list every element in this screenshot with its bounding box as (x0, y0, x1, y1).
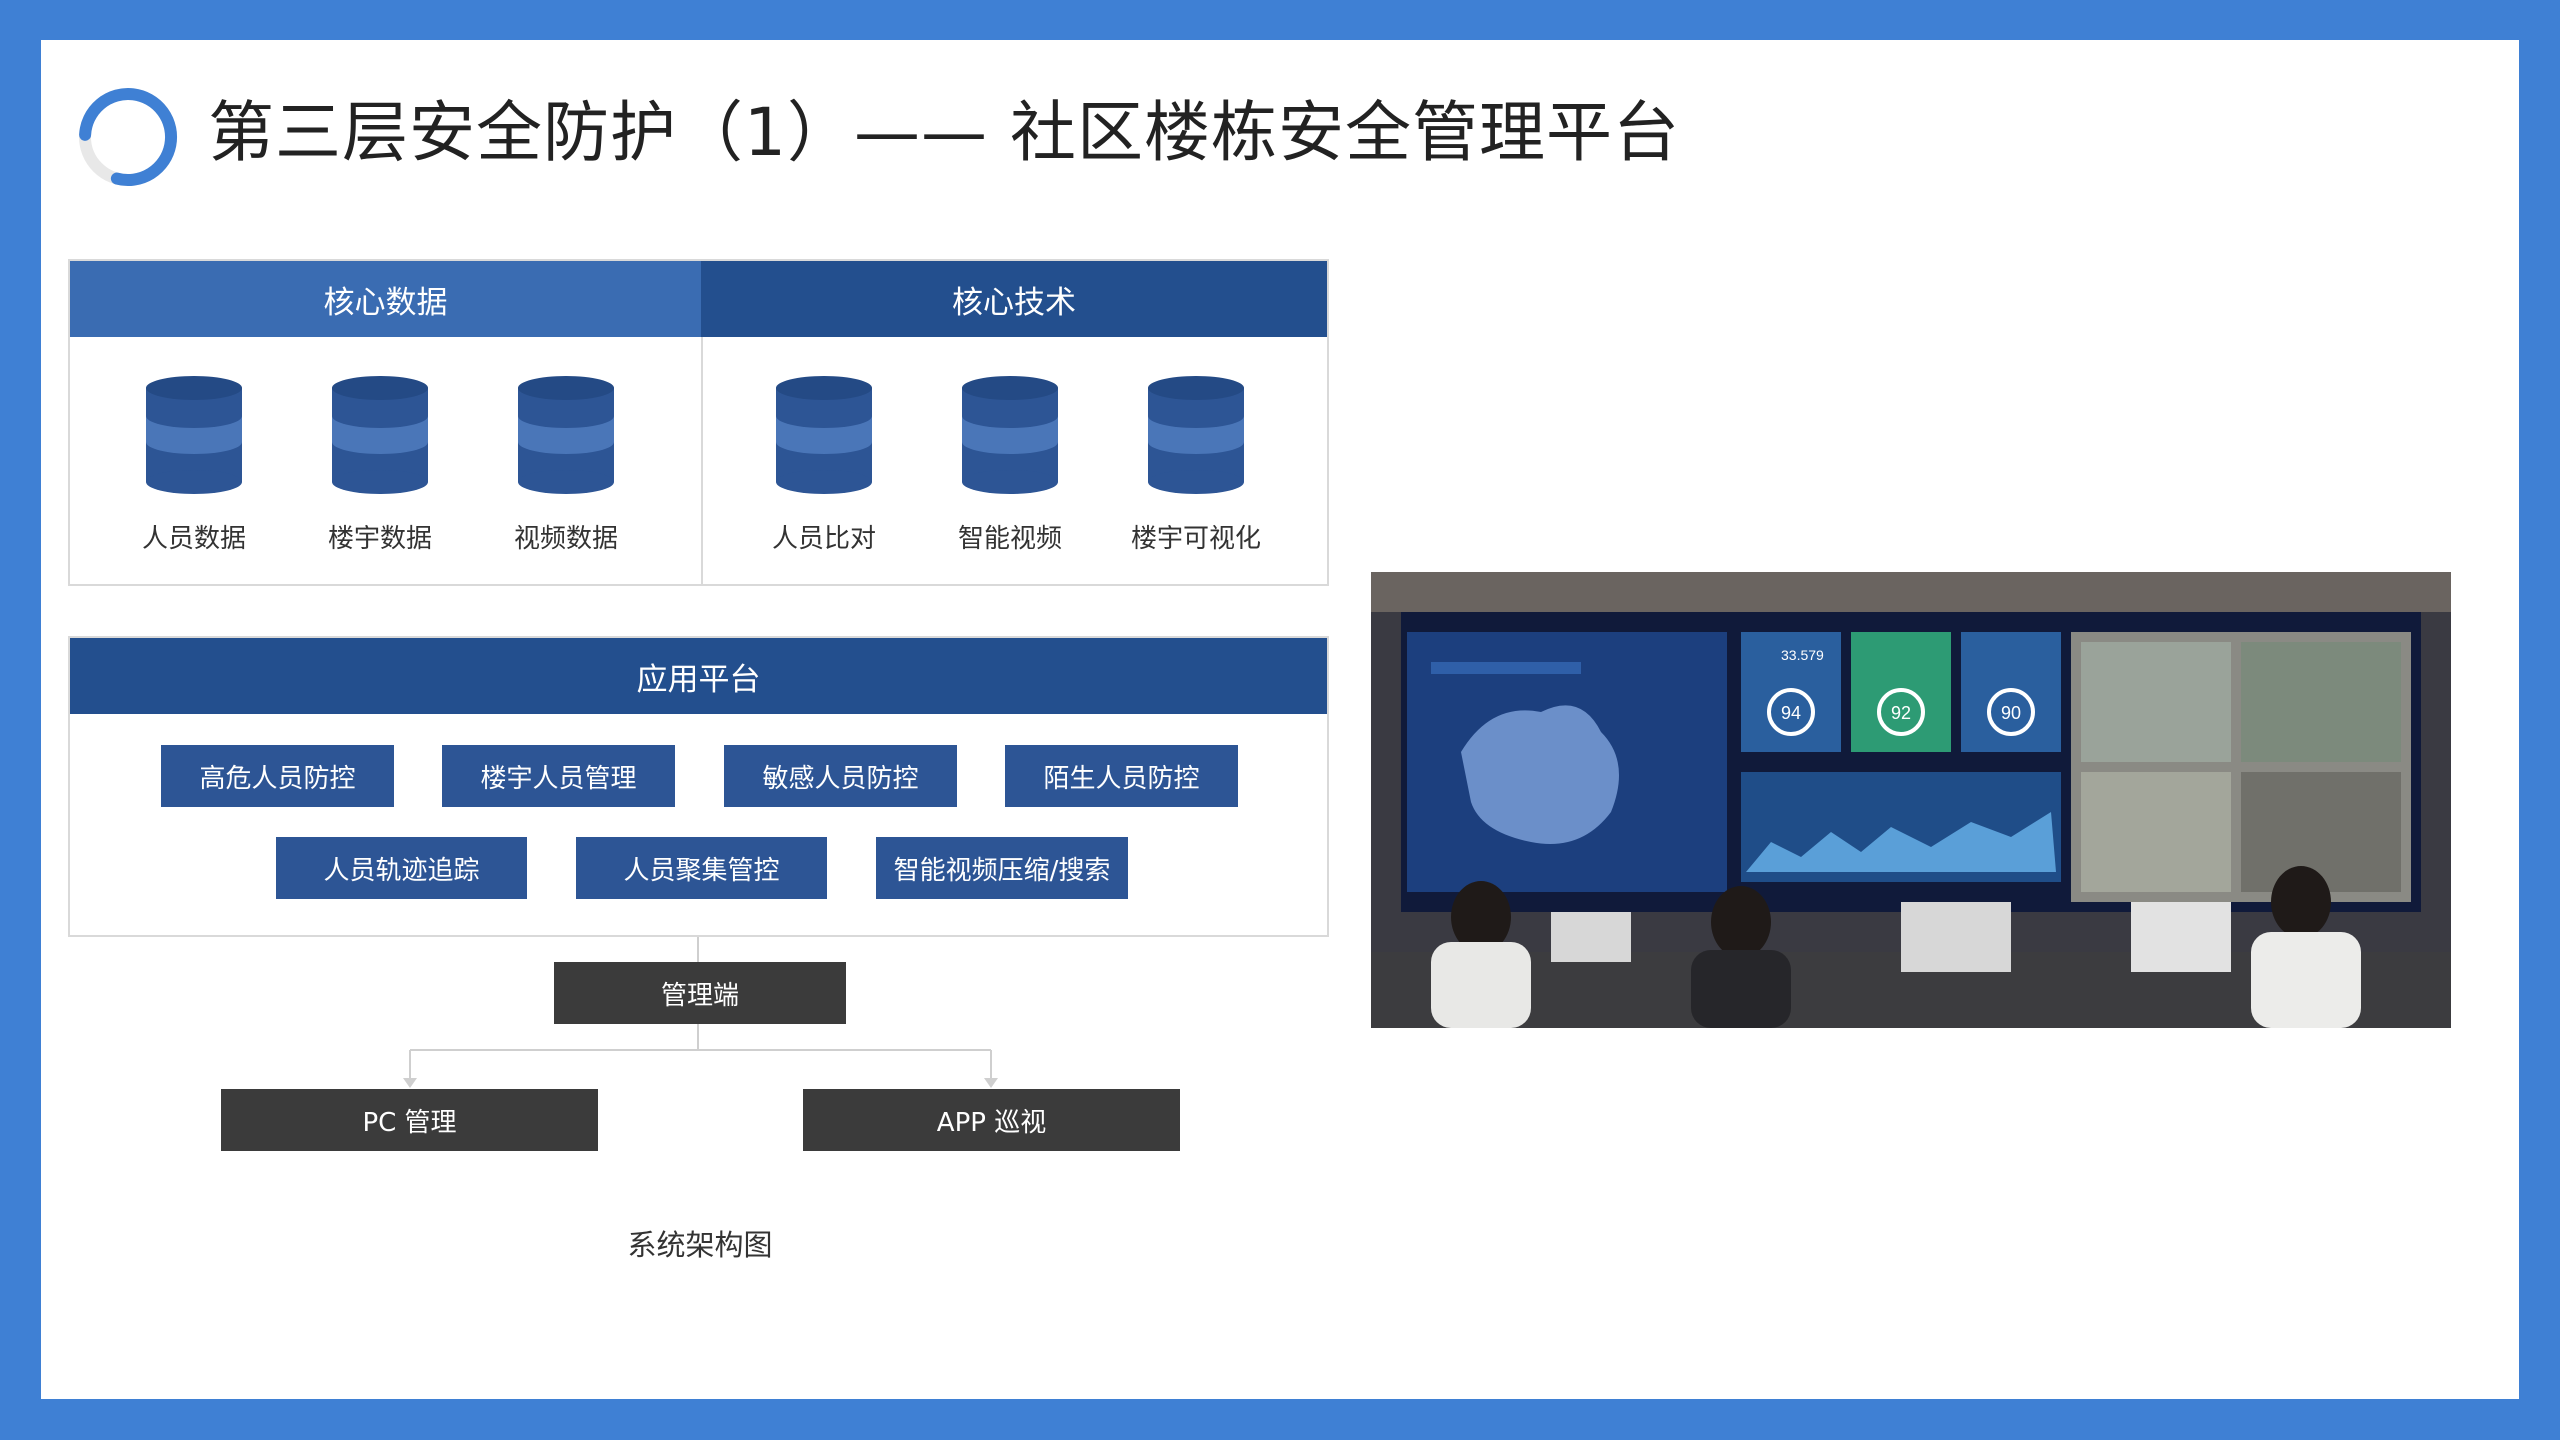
core-data-item-label: 人员数据 (141, 524, 246, 554)
core-tech-item-label: 人员比对 (771, 524, 876, 554)
app-platform-title: 应用平台 (636, 661, 761, 698)
core-panel-divider (701, 337, 703, 584)
core-data-title: 核心数据 (323, 284, 448, 321)
app-module-box: 陌生人员防控 (1005, 745, 1238, 807)
screen-score: 90 (2001, 703, 2021, 723)
app-module-box: 人员聚集管控 (576, 837, 827, 899)
screen-score: 92 (1891, 703, 1911, 723)
app-platform-header: 应用平台 (70, 638, 1327, 714)
database-icon (962, 376, 1058, 494)
core-data-item-label: 视频数据 (513, 524, 618, 554)
app-inspection-box: APP 巡视 (803, 1089, 1180, 1151)
core-tech-item-label: 楼宇可视化 (1130, 524, 1261, 554)
database-icon (146, 376, 242, 494)
database-icon (776, 376, 872, 494)
database-icon (518, 376, 614, 494)
app-module-box: 高危人员防控 (161, 745, 394, 807)
loading-ring-logo-icon (79, 88, 177, 187)
core-data-item-label: 楼宇数据 (327, 524, 432, 554)
core-tech-header: 核心技术 (701, 261, 1327, 337)
database-icon (1148, 376, 1244, 494)
app-module-box: 人员轨迹追踪 (276, 837, 527, 899)
core-tech-item-label: 智能视频 (957, 524, 1062, 554)
screen-header-number: 33.579 (1781, 647, 1824, 663)
pc-management-box: PC 管理 (221, 1089, 598, 1151)
database-icon (332, 376, 428, 494)
management-end-box: 管理端 (554, 962, 846, 1024)
app-module-box: 楼宇人员管理 (442, 745, 675, 807)
app-module-box: 敏感人员防控 (724, 745, 957, 807)
app-module-box: 智能视频压缩/搜索 (876, 837, 1128, 899)
monitoring-control-room-photo: 94 92 90 33.579 (1371, 572, 2451, 1028)
page-title: 第三层安全防护（1）—— 社区楼栋安全管理平台 (208, 94, 1680, 171)
screen-score: 94 (1781, 703, 1801, 723)
core-data-header: 核心数据 (70, 261, 701, 337)
diagram-caption: 系统架构图 (627, 1228, 773, 1262)
core-tech-title: 核心技术 (952, 284, 1076, 321)
